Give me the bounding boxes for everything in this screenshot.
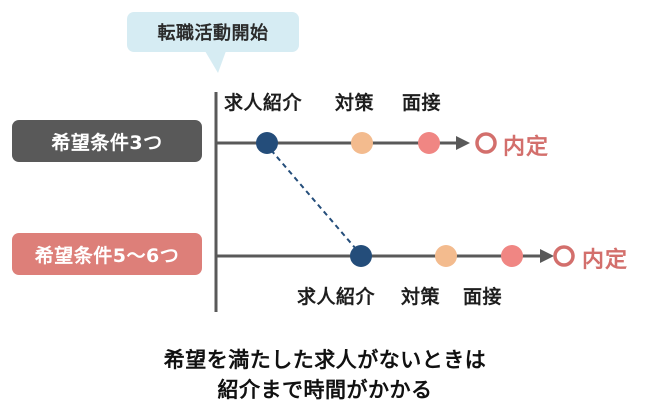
start-label: 転職活動開始 [127, 12, 299, 52]
row1-arrowhead [456, 136, 470, 150]
row1-dot-referral [256, 132, 278, 154]
caption-line-1: 希望を満たした求人がないときは [163, 348, 487, 372]
row2-dot-referral [350, 245, 372, 267]
row1-step-prep: 対策 [335, 92, 375, 114]
row1-dot-prep [351, 132, 373, 154]
row2-result-label: 内定 [582, 248, 629, 273]
row2-step-interview: 面接 [463, 286, 503, 308]
row2-step-prep: 対策 [401, 286, 441, 308]
row1-step-referral: 求人紹介 [224, 92, 303, 114]
caption-line-2: 紹介まで時間がかかる [217, 378, 433, 402]
delay-connector [270, 149, 357, 250]
row2-result-circle [553, 245, 575, 267]
row1-dot-interview [418, 132, 440, 154]
row2-dot-prep [435, 245, 457, 267]
start-bubble-tail [205, 51, 226, 73]
condition-badge-row1: 希望条件3つ [12, 120, 202, 162]
row1-result-label: 内定 [503, 135, 550, 160]
row2-dot-interview [501, 245, 523, 267]
condition-badge-row2: 希望条件5〜6つ [12, 233, 202, 275]
row1-step-interview: 面接 [402, 92, 442, 114]
row2-step-referral: 求人紹介 [297, 286, 376, 308]
row2-arrowhead [540, 249, 554, 263]
row1-result-circle [475, 132, 497, 154]
